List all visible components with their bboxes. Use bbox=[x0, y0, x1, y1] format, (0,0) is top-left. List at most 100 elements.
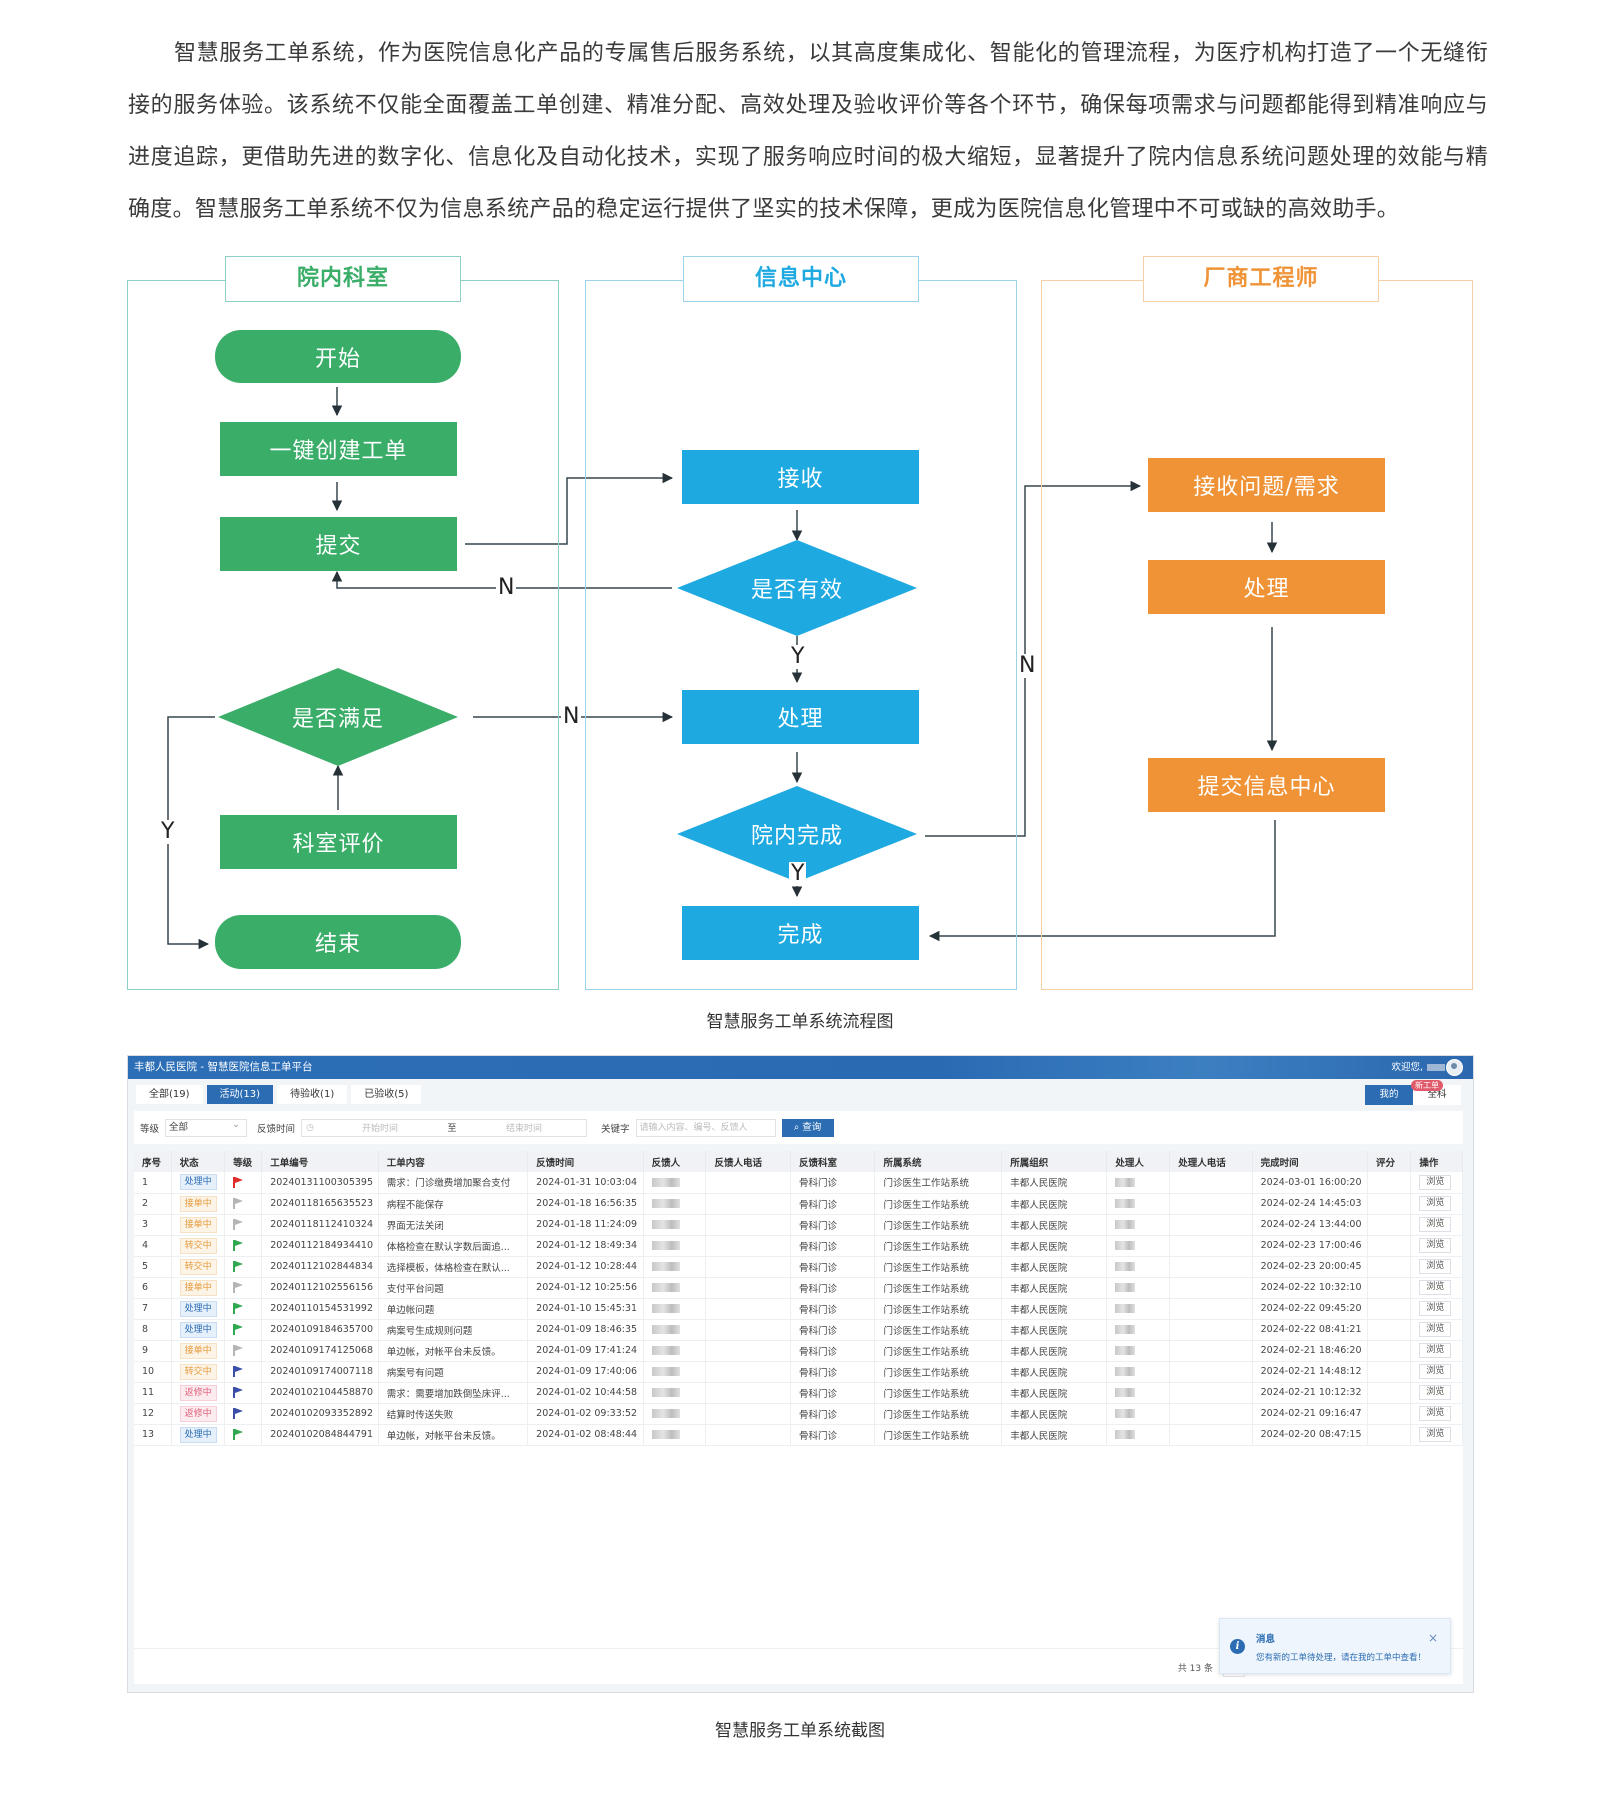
view-button[interactable]: 浏览 bbox=[1419, 1301, 1452, 1316]
ticket-id: 20240112102844834 bbox=[261, 1256, 379, 1278]
end-time-input[interactable]: 结束时间 bbox=[506, 1124, 543, 1134]
completion-time: 2024-02-21 10:12:32 bbox=[1252, 1382, 1369, 1404]
status-cell: 转交中 bbox=[171, 1361, 226, 1383]
tab-pending-acceptance[interactable]: 待验收(1) bbox=[277, 1085, 348, 1104]
feedback-dept: 骨科门诊 bbox=[790, 1403, 876, 1425]
level-cell bbox=[224, 1403, 263, 1425]
reporter-phone bbox=[705, 1319, 791, 1341]
action-cell: 浏览 bbox=[1410, 1382, 1463, 1404]
date-range-picker[interactable]: ◷ 开始时间 至 结束时间 bbox=[301, 1118, 588, 1137]
row-number: 1 bbox=[134, 1172, 172, 1194]
view-button[interactable]: 浏览 bbox=[1419, 1238, 1452, 1253]
view-button[interactable]: 浏览 bbox=[1419, 1364, 1452, 1379]
view-button[interactable]: 浏览 bbox=[1419, 1343, 1452, 1358]
level-select[interactable]: 全部 bbox=[165, 1117, 248, 1137]
total-count: 共 13 条 bbox=[1177, 1664, 1213, 1674]
view-button[interactable]: 浏览 bbox=[1419, 1322, 1452, 1337]
keyword-label: 关键字 bbox=[601, 1123, 630, 1135]
ticket-id: 20240102084844791 bbox=[261, 1424, 379, 1446]
level-cell bbox=[224, 1235, 263, 1257]
handler-cell bbox=[1106, 1361, 1171, 1383]
view-button[interactable]: 浏览 bbox=[1419, 1427, 1452, 1442]
view-button[interactable]: 浏览 bbox=[1419, 1196, 1452, 1211]
handler-cell bbox=[1106, 1382, 1171, 1404]
query-button[interactable]: ⌕ 查询 bbox=[781, 1118, 834, 1137]
system-name: 门诊医生工作站系统 bbox=[874, 1277, 1003, 1299]
view-button[interactable]: 浏览 bbox=[1419, 1406, 1452, 1421]
feedback-dept: 骨科门诊 bbox=[790, 1382, 876, 1404]
tab-active[interactable]: 活动(13) bbox=[206, 1085, 274, 1104]
view-button[interactable]: 浏览 bbox=[1419, 1174, 1452, 1190]
action-cell: 浏览 bbox=[1410, 1256, 1463, 1278]
node-create: 一键创建工单 bbox=[220, 422, 457, 476]
level-cell bbox=[224, 1172, 263, 1194]
handler-phone bbox=[1169, 1277, 1253, 1299]
handler-redacted bbox=[1115, 1430, 1136, 1439]
tab-accepted[interactable]: 已验收(5) bbox=[351, 1085, 422, 1104]
node-start: 开始 bbox=[215, 330, 461, 383]
reporter-phone bbox=[705, 1172, 791, 1194]
status-badge: 处理中 bbox=[179, 1321, 217, 1338]
edge-vendor-submit-complete bbox=[928, 820, 1276, 942]
action-cell: 浏览 bbox=[1410, 1235, 1463, 1257]
handler-redacted bbox=[1115, 1199, 1136, 1208]
ticket-content: 病程不能保存 bbox=[378, 1193, 529, 1215]
reporter-redacted bbox=[651, 1304, 680, 1313]
view-button[interactable]: 浏览 bbox=[1419, 1280, 1452, 1295]
avatar-icon[interactable] bbox=[1446, 1059, 1463, 1076]
ticket-content: 结算时传送失败 bbox=[378, 1403, 529, 1425]
handler-cell bbox=[1106, 1277, 1171, 1299]
completion-time: 2024-02-20 08:47:15 bbox=[1252, 1424, 1369, 1446]
close-icon[interactable]: × bbox=[1427, 1631, 1438, 1645]
organization: 丰都人民医院 bbox=[1001, 1424, 1108, 1446]
tab-all[interactable]: 全部(19) bbox=[136, 1085, 203, 1104]
status-badge: 转交中 bbox=[179, 1258, 217, 1275]
reporter-cell bbox=[643, 1424, 707, 1446]
reporter-phone bbox=[705, 1361, 791, 1383]
notification-toast: i 消息 您有新的工单待处理，请在我的工单中查看！ × bbox=[1219, 1618, 1451, 1674]
view-button[interactable]: 浏览 bbox=[1419, 1217, 1452, 1232]
node-valid: 是否有效 bbox=[750, 578, 843, 603]
feedback-dept: 骨科门诊 bbox=[790, 1277, 876, 1299]
ticket-content: 病案号生成规则问题 bbox=[378, 1319, 529, 1341]
node-evaluate: 科室评价 bbox=[220, 815, 457, 869]
scope-mine-button[interactable]: 我的 bbox=[1365, 1085, 1413, 1105]
decision-satisfied bbox=[218, 668, 458, 766]
node-vendor-process: 处理 bbox=[1148, 560, 1385, 614]
keyword-input[interactable]: 请输入内容、编号、反馈人 bbox=[635, 1118, 776, 1137]
action-cell: 浏览 bbox=[1410, 1172, 1463, 1194]
score bbox=[1367, 1403, 1412, 1425]
ticket-content: 需求：需要增加跌倒坠床评... bbox=[378, 1382, 529, 1404]
level-cell bbox=[224, 1361, 263, 1383]
status-cell: 接单中 bbox=[171, 1214, 226, 1236]
handler-phone bbox=[1169, 1193, 1253, 1215]
view-button[interactable]: 浏览 bbox=[1419, 1259, 1452, 1274]
column-header: 等级 bbox=[224, 1151, 263, 1172]
start-time-input[interactable]: 开始时间 bbox=[362, 1124, 399, 1134]
organization: 丰都人民医院 bbox=[1001, 1277, 1108, 1299]
handler-redacted bbox=[1115, 1388, 1136, 1397]
new-ticket-badge: 新工单 bbox=[1411, 1080, 1443, 1091]
system-name: 门诊医生工作站系统 bbox=[874, 1298, 1003, 1320]
handler-redacted bbox=[1115, 1304, 1136, 1313]
intro-paragraph: 智慧服务工单系统，作为医院信息化产品的专属售后服务系统，以其高度集成化、智能化的… bbox=[128, 41, 1488, 222]
level-cell bbox=[224, 1424, 263, 1446]
handler-phone bbox=[1169, 1319, 1253, 1341]
reporter-redacted bbox=[651, 1409, 680, 1418]
view-button[interactable]: 浏览 bbox=[1419, 1385, 1452, 1400]
handler-cell bbox=[1106, 1403, 1171, 1425]
reporter-cell bbox=[643, 1361, 707, 1383]
